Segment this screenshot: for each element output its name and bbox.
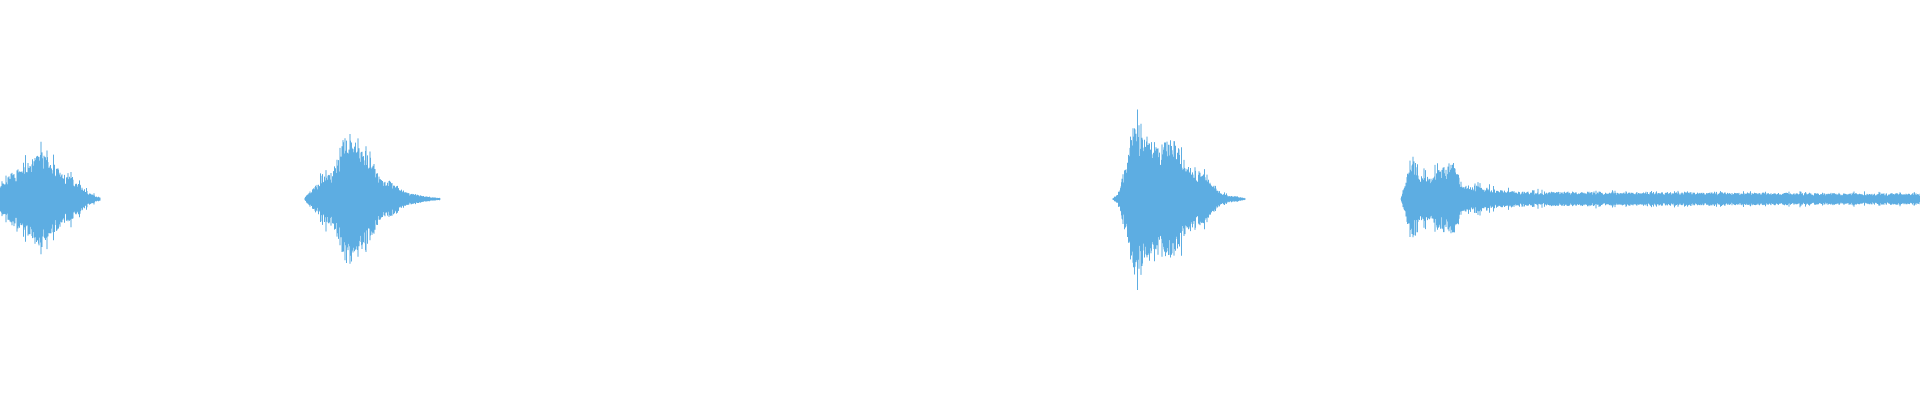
waveform-segment-3: [1112, 109, 1246, 290]
waveform-segment-2: [304, 134, 441, 264]
waveform-segment-1: [0, 141, 101, 255]
waveform-segment-4: [1400, 156, 1920, 238]
